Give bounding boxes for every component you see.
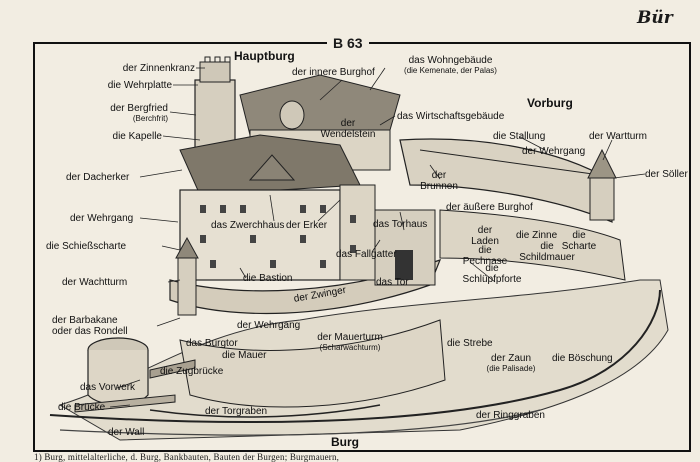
label-mauer: die Mauer — [222, 350, 267, 361]
stable-roof — [419, 149, 601, 176]
label-scharte: die Scharte — [561, 230, 597, 252]
main-building — [179, 189, 341, 281]
label-innerer-burghof: der innere Burghof — [292, 67, 375, 78]
label-schildmauer: die Schildmauer — [519, 241, 575, 263]
label-bruecke: die Brücke — [58, 402, 106, 413]
label-wachtturm: der Wachtturm — [62, 277, 128, 288]
label-zinnenkranz: der Zinnenkranz — [122, 63, 195, 74]
zwerchhaus-roof — [248, 154, 296, 181]
label-boeschung: die Böschung — [552, 353, 613, 364]
chapel-dome — [279, 100, 305, 130]
ring-moat — [49, 289, 661, 424]
label-fallgatter: das Fallgatter — [336, 249, 397, 260]
label-soeller: der Söller — [645, 169, 688, 180]
label-pechnase: die Pechnase — [462, 245, 508, 267]
label-schluepfpforte: die Schlüpfpforte — [462, 263, 522, 285]
wachtturm-roof — [175, 236, 199, 259]
label-burgtor: das Burgtor — [186, 338, 238, 349]
label-barbakane: der Barbakane oder das Rondell — [52, 315, 128, 337]
label-wehrgang-left: der Wehrgang — [70, 213, 134, 224]
title-vorburg: Vorburg — [527, 96, 573, 110]
title-hauptburg: Hauptburg — [234, 49, 295, 63]
wartturm-body — [589, 174, 615, 221]
label-wehrplatte: die Wehrplatte — [107, 80, 172, 91]
label-torgraben: der Torgraben — [205, 406, 268, 417]
label-bastion: die Bastion — [243, 273, 293, 284]
torgraben-line — [149, 404, 381, 418]
label-tor: das Tor — [376, 277, 409, 288]
wachtturm-body — [177, 254, 197, 316]
bridge — [74, 394, 176, 413]
barbakane-body — [87, 350, 149, 406]
label-wehrgang-right: der Wehrgang — [522, 146, 586, 157]
label-stallung: die Stallung — [493, 131, 546, 142]
crenellations — [200, 56, 231, 63]
label-aeusserer-burghof: der äußere Burghof — [446, 202, 533, 213]
label-wendelstein: der Wendelstein — [320, 118, 376, 140]
palas-roof — [239, 74, 401, 136]
label-wohngebaeude: das Wohngebäude (die Kemenate, der Palas… — [404, 55, 497, 75]
wartturm-roof — [587, 148, 617, 179]
label-laden: der Laden — [471, 225, 499, 247]
lower-wall — [179, 319, 446, 408]
tor-opening — [395, 250, 413, 280]
outer-wall — [399, 138, 613, 223]
label-wirtschaftsgebaeude: das Wirtschaftsgebäude — [397, 111, 505, 122]
curtain-wall — [169, 258, 442, 315]
label-wall: der Wall — [108, 427, 145, 438]
title-burg: Burg — [331, 435, 359, 449]
caption-line: 1) Burg, mittelalterliche, d. Burg, Bank… — [34, 452, 340, 462]
erker-box — [339, 184, 376, 281]
label-wartturm: der Wartturm — [589, 131, 647, 142]
label-mauerturm: der Mauerturm (Scharwachturm) — [317, 332, 383, 352]
label-ringgraben: der Ringgraben — [476, 410, 545, 421]
plate-number: B 63 — [327, 35, 369, 51]
label-erker: der Erker — [286, 220, 328, 231]
label-schiessscharte: die Schießscharte — [46, 241, 127, 252]
label-dacherker: der Dacherker — [66, 172, 130, 183]
label-vorwerk: das Vorwerk — [80, 382, 136, 393]
schildmauer-shape — [439, 209, 626, 281]
label-zugbruecke: die Zugbrücke — [160, 366, 224, 377]
label-bergfried: der Bergfried (Berchfrit) — [110, 103, 168, 123]
drawbridge — [149, 359, 196, 379]
zinnenkranz — [199, 61, 231, 83]
label-wehrgang-lower: der Wehrgang — [237, 320, 301, 331]
label-strebe: die Strebe — [447, 338, 493, 349]
label-torhaus: das Torhaus — [373, 219, 428, 230]
label-brunnen: der Brunnen — [420, 170, 458, 192]
leader-lines — [109, 67, 646, 408]
section-label: Bür — [637, 8, 673, 28]
wall-line — [59, 409, 541, 436]
label-zwerchhaus: das Zwerchhaus — [211, 220, 285, 231]
label-zaun: der Zaun (die Palisade) — [486, 353, 536, 373]
label-kapelle: die Kapelle — [112, 131, 162, 142]
windows — [200, 205, 356, 268]
label-zinne: die Zinne — [516, 230, 558, 241]
